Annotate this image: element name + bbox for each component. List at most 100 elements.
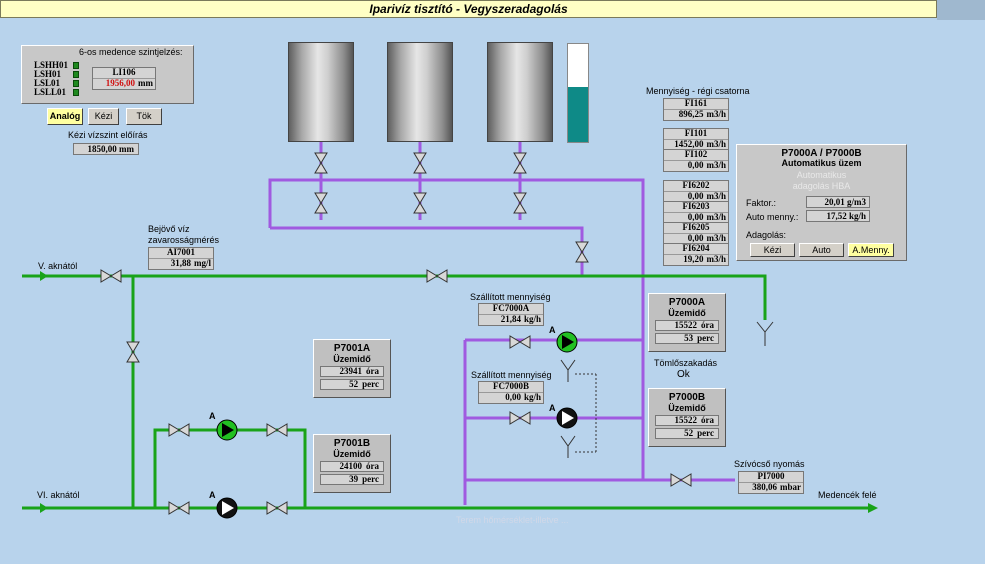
pi7000-value: 380,06 <box>752 482 777 492</box>
flow-fi6203-unit: m3/h <box>706 212 726 222</box>
p7001a-title: P7001A <box>333 343 371 354</box>
pump-p7000a-letter: A <box>549 325 556 335</box>
dosing-label: Adagolás: <box>746 230 787 240</box>
title-text: Iparivíz tisztító - Vegyszeradagolás <box>369 2 568 16</box>
nozzle-symbols <box>560 321 774 458</box>
manual-level-setpoint-field[interactable]: 1850,00 mm <box>73 143 139 155</box>
pump-p7001b-letter: A <box>209 490 216 500</box>
led-label-lshh01: LSHH01 <box>34 60 69 70</box>
level-switch-list: LSHH01 LSH01 LSL01 LSLL01 <box>34 61 68 97</box>
flow-fi6203-tag: FI6203 <box>664 202 728 213</box>
led-label-lsll01: LSLL01 <box>34 87 67 97</box>
pump-p7001a-letter: A <box>209 411 216 421</box>
p7000a-title: P7000A <box>668 297 706 308</box>
level-tag: LI106 <box>93 68 155 79</box>
fc7000a-value: 21,84 <box>500 314 521 324</box>
auto-flow-label: Auto menny.: <box>746 212 799 222</box>
flow-fi101-value: 1452,00 <box>674 139 704 149</box>
auto-panel-title: P7000A / P7000B <box>781 148 862 159</box>
fc7000a-unit: kg/h <box>523 314 541 324</box>
auto-flow-display: 17,52 kg/h <box>806 210 870 222</box>
p7001b-hours-unit: óra <box>366 461 379 471</box>
flow-fi102-value: 0,00 <box>687 160 704 170</box>
flow-fi6202-tag: FI6202 <box>664 181 728 192</box>
pump-p7000b-icon[interactable] <box>556 407 578 429</box>
p7001a-hours: 23941 <box>339 366 363 376</box>
led-lsll01 <box>73 89 79 96</box>
fc7000b-tag: FC7000B <box>479 382 543 393</box>
p7001b-title: P7001B <box>333 438 371 449</box>
pump-p7000b-letter: A <box>549 403 556 413</box>
inflow-label-1: Bejövő víz <box>148 224 190 234</box>
valves <box>100 152 692 515</box>
flow-fi102-unit: m3/h <box>706 160 726 170</box>
factor-field[interactable]: 20,01 g/m3 <box>806 196 870 208</box>
level-panel-title: 6-os medence szintjelzés: <box>79 47 183 57</box>
p7000b-subtitle: Üzemidő <box>668 403 706 413</box>
auto-flow-value: 17,52 <box>826 211 847 221</box>
factor-value: 20,01 <box>824 197 845 207</box>
p7001a-mins-unit: perc <box>362 379 379 389</box>
faint-status-label: Terem hőmérséklet-illetve ... <box>456 515 569 525</box>
hose-signal-lines <box>575 373 597 453</box>
window-title: Iparivíz tisztító - Vegyszeradagolás <box>0 0 937 18</box>
source-vi-label: VI. aknától <box>37 490 80 500</box>
chemical-tank-3 <box>487 42 553 142</box>
pump-p7001a-icon[interactable] <box>216 419 238 441</box>
manual-level-value: 1850,00 <box>87 144 117 154</box>
p7001a-hours-unit: óra <box>366 366 379 376</box>
manual-mode-button[interactable]: Kézi <box>88 108 119 125</box>
flow-fi6204-unit: m3/h <box>706 254 726 264</box>
pi7000-tag: PI7000 <box>739 472 803 483</box>
fc7000b-value: 0,00 <box>505 392 521 402</box>
flow-fi6205-tag: FI6205 <box>664 223 728 234</box>
auto-flow-unit: kg/h <box>848 211 866 221</box>
source-v-label: V. aknától <box>38 261 78 271</box>
full-mode-button[interactable]: Tök <box>126 108 162 125</box>
flow-fi161-unit: m3/h <box>706 109 726 119</box>
fc7000a-tag: FC7000A <box>479 304 543 315</box>
p7000b-hours-unit: óra <box>701 415 714 425</box>
delivered-a-label: Szállított mennyiség <box>470 292 551 302</box>
pump-p7000a-icon[interactable] <box>556 331 578 353</box>
flow-fi6202-value: 0,00 <box>687 191 704 201</box>
fc7000b-unit: kg/h <box>523 392 541 402</box>
auto-dosing-panel: P7000A / P7000B Automatikus üzem Automat… <box>736 144 907 261</box>
led-label-lsl01: LSL01 <box>34 78 61 88</box>
inflow-label-2: zavarosságmérés <box>148 235 220 245</box>
old-channel-label: Mennyiség - régi csatorna <box>646 86 750 96</box>
p7000b-title: P7000B <box>668 392 706 403</box>
flow-fi6203-value: 0,00 <box>687 212 704 222</box>
led-lshh01 <box>73 62 79 69</box>
p7000b-mins-unit: perc <box>697 428 714 438</box>
tank-level-fill <box>568 87 588 142</box>
flow-fi102-tag: FI102 <box>664 150 728 161</box>
analog-mode-button[interactable]: Analóg <box>47 108 83 125</box>
flow-fi6205-unit: m3/h <box>706 233 726 243</box>
factor-label: Faktor.: <box>746 198 777 208</box>
dosing-amount-button[interactable]: A.Menny. <box>848 243 894 257</box>
p7000a-mins-unit: perc <box>697 333 714 343</box>
title-bar-edge <box>937 0 985 20</box>
turbidity-value: 31,88 <box>170 258 191 268</box>
flow-fi161-value: 896,25 <box>678 109 704 119</box>
tank-level-bar <box>567 43 589 143</box>
p7001b-mins: 39 <box>349 474 359 484</box>
led-lsl01 <box>73 80 79 87</box>
level-value: 1956,00 <box>105 78 135 88</box>
dosing-manual-button[interactable]: Kézi <box>750 243 795 257</box>
dosing-auto-button[interactable]: Auto <box>799 243 844 257</box>
manual-level-label: Kézi vízszint előírás <box>68 130 148 140</box>
level-unit: mm <box>138 78 153 88</box>
pump-p7001b-icon[interactable] <box>216 497 238 519</box>
